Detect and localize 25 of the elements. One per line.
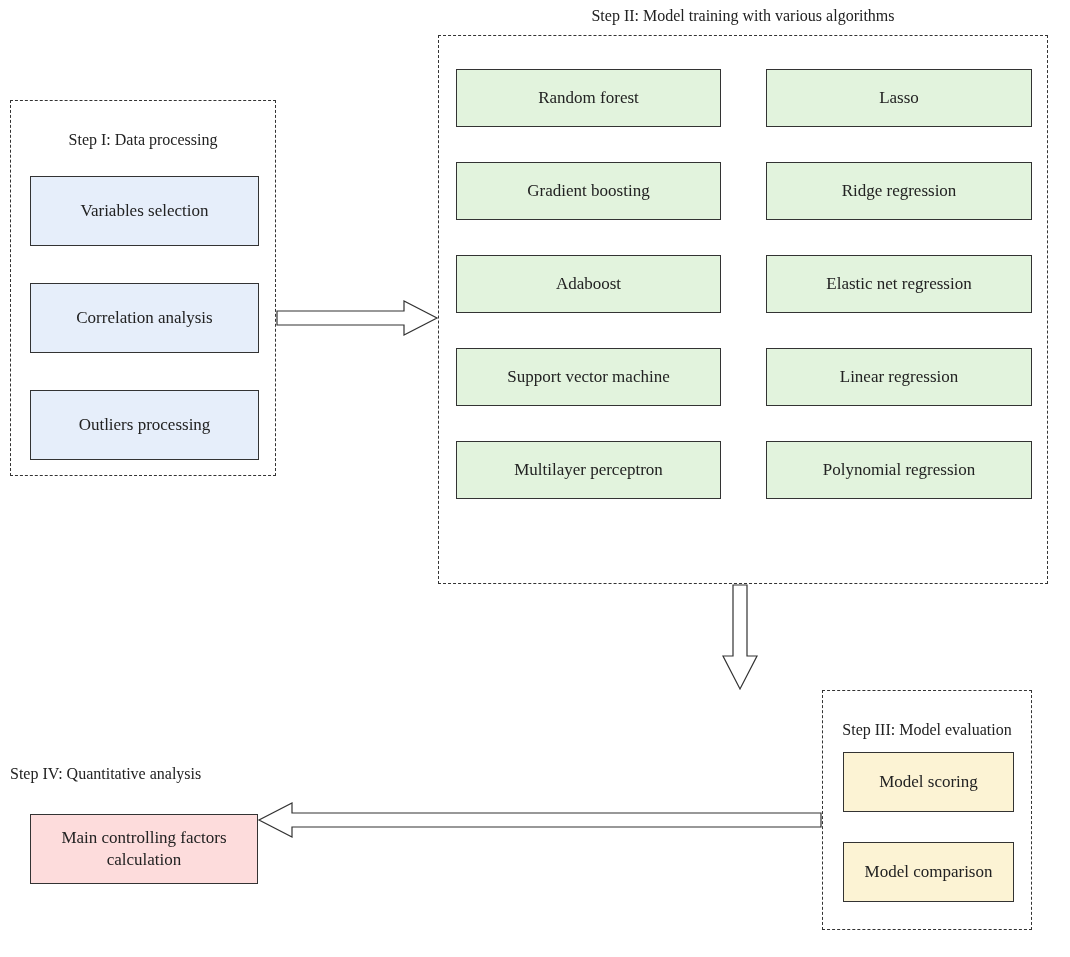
process-box: Ridge regression: [766, 162, 1032, 220]
process-box: Variables selection: [30, 176, 259, 246]
hollow-block-arrow: [276, 300, 439, 336]
process-box: Support vector machine: [456, 348, 721, 406]
process-box: Elastic net regression: [766, 255, 1032, 313]
dashed-group-frame: [10, 100, 276, 476]
process-box: Adaboost: [456, 255, 721, 313]
process-box: Model comparison: [843, 842, 1014, 902]
process-box: Linear regression: [766, 348, 1032, 406]
process-box: Main controlling factors calculation: [30, 814, 258, 884]
process-box: Outliers processing: [30, 390, 259, 460]
group-title: Step III: Model evaluation: [841, 721, 1013, 739]
group-title: Step I: Data processing: [67, 131, 219, 149]
process-box: Model scoring: [843, 752, 1014, 812]
process-box: Random forest: [456, 69, 721, 127]
group-title: Step II: Model training with various algorithms: [590, 7, 896, 25]
process-box: Gradient boosting: [456, 162, 721, 220]
step-heading: Step IV: Quantitative analysis: [10, 765, 202, 783]
hollow-block-arrow: [257, 802, 822, 838]
process-box: Correlation analysis: [30, 283, 259, 353]
dashed-group-frame: [822, 690, 1032, 930]
process-box: Multilayer perceptron: [456, 441, 721, 499]
hollow-block-arrow: [722, 584, 758, 691]
process-box: Polynomial regression: [766, 441, 1032, 499]
process-box: Lasso: [766, 69, 1032, 127]
